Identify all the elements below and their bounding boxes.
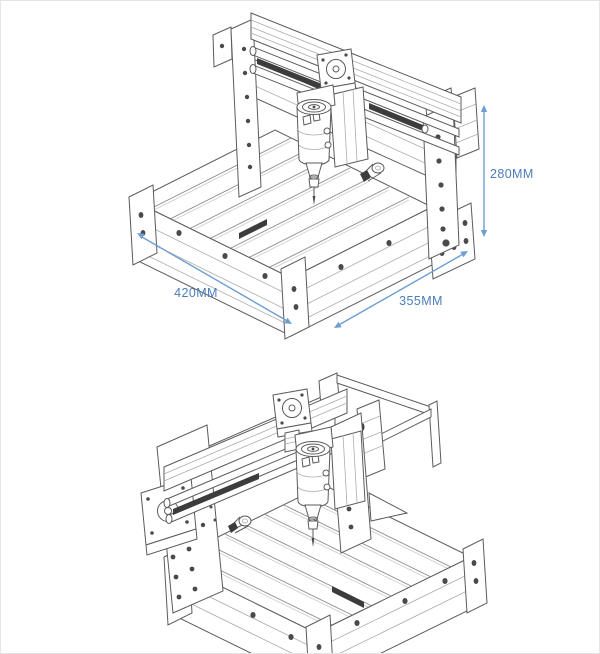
dimension-label-width: 420MM [174, 286, 218, 300]
y-lead-screw-bottom [332, 586, 364, 608]
dimension-height: 280MM [480, 105, 534, 237]
x-lead-screw-bottom [173, 473, 259, 515]
bed-left-cap [128, 184, 158, 266]
work-bed [128, 129, 476, 340]
dimension-label-height: 280MM [490, 167, 534, 181]
y-lead-screw [239, 219, 267, 239]
cnc-router-bottom-figure [140, 372, 488, 653]
left-side-plate [212, 18, 262, 198]
z-carriage [329, 86, 369, 168]
dimension-width: 420MM [137, 233, 292, 324]
x-lead-screw [257, 58, 327, 92]
spindle-assembly-bottom [294, 426, 366, 547]
cnc-router-top-figure: 280MM 420MM 355MM [128, 12, 534, 340]
support-gusset [368, 492, 409, 522]
y-screw-coupler [360, 162, 385, 182]
dimension-label-depth: 355MM [399, 294, 443, 308]
y-stepper-motor [140, 476, 198, 556]
z-stepper-motor-bottom [272, 388, 313, 453]
y-screw-coupler-bottom [209, 505, 252, 534]
bed-front-cap [280, 256, 310, 340]
dimension-depth: 355MM [334, 251, 468, 328]
work-bed-bottom [163, 484, 488, 653]
spindle-assembly [296, 84, 369, 205]
